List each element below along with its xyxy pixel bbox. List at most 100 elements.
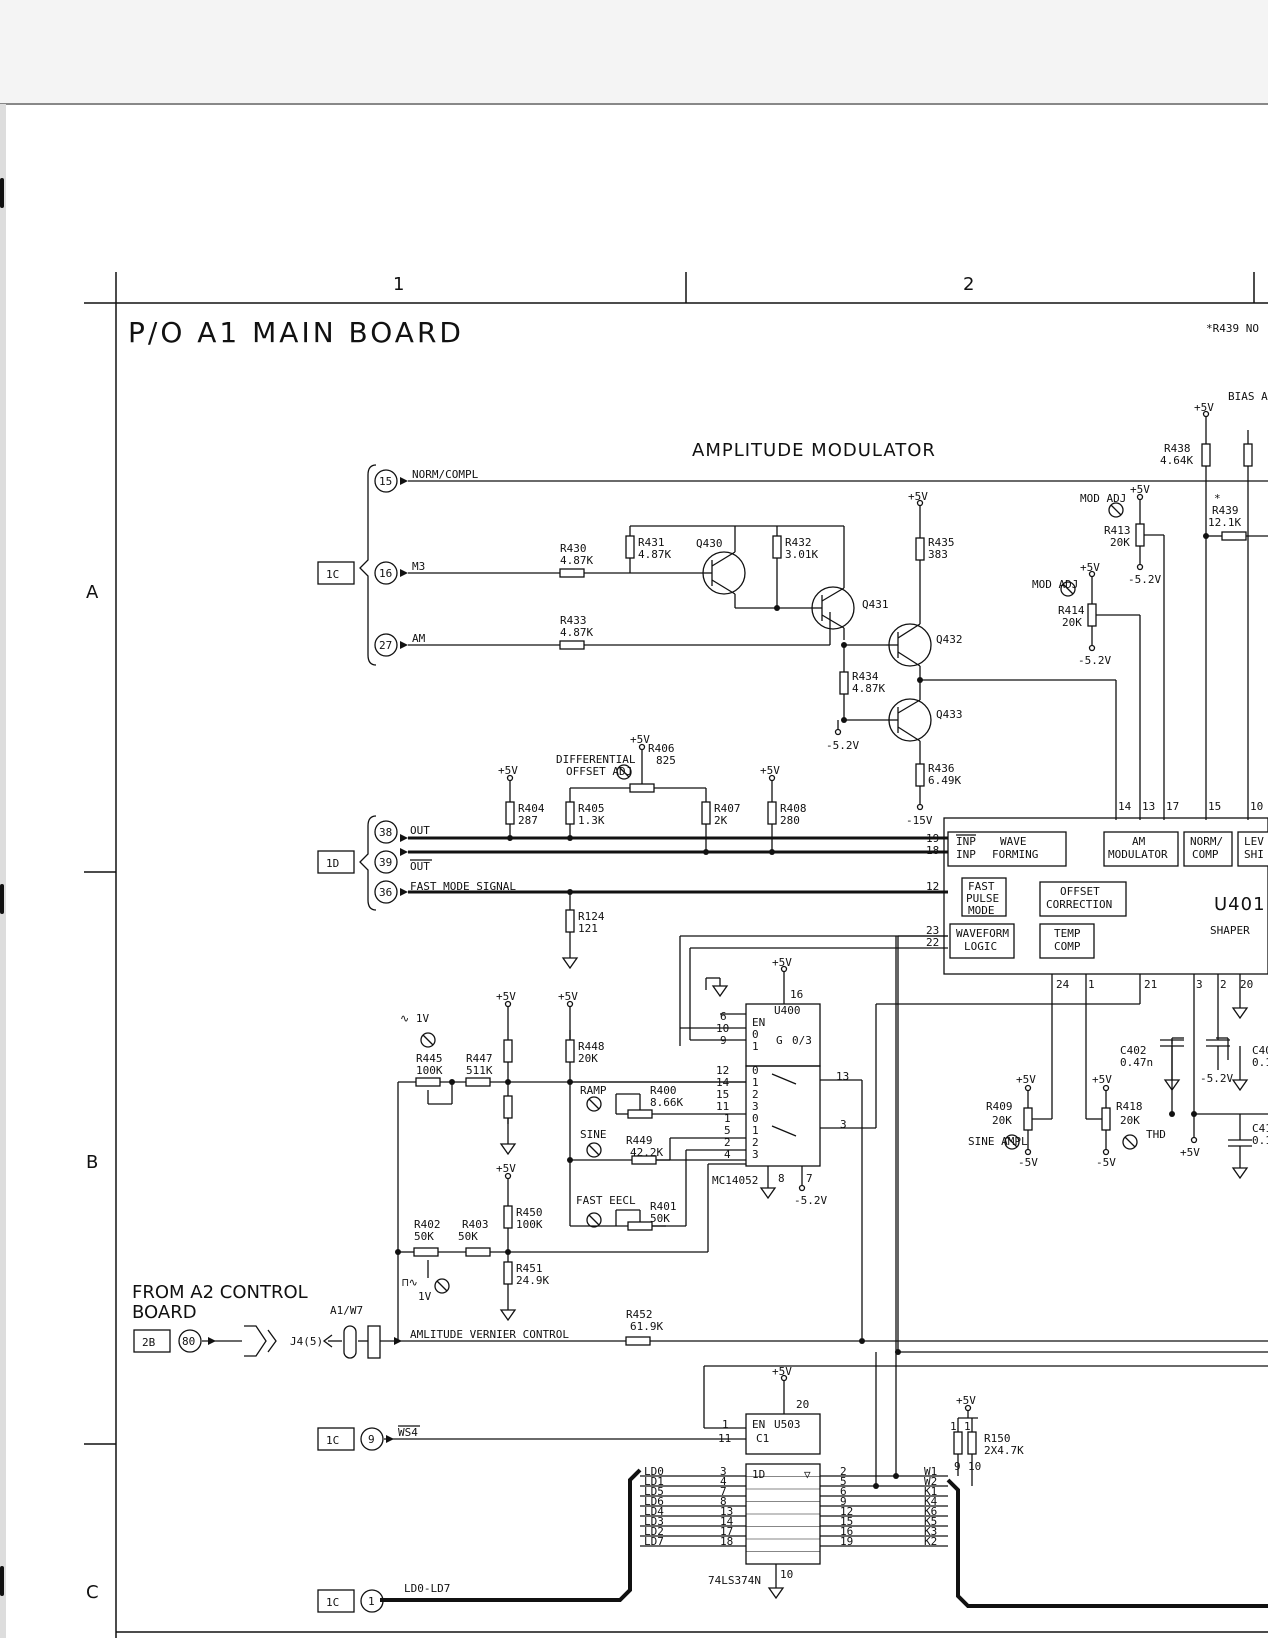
u503-output-pin: 6 [840,1485,847,1498]
c40-ref: C40 [1252,1044,1268,1057]
r452-supply: +5V [496,1162,516,1175]
u401-pin-22: 22 [926,936,939,949]
u503-output-pin: 12 [840,1505,853,1518]
u503-tri: ▽ [804,1468,811,1481]
pin-38: 38 [379,826,392,839]
r414-value: 20K [1062,616,1082,629]
u401-fast3: MODE [968,904,995,917]
ref-1d: 1D [326,857,339,870]
section-title-amplitude-modulator: AMPLITUDE MODULATOR [692,440,936,461]
u503-output-net: K1 [924,1485,937,1498]
r431-ref: R431 [638,536,665,549]
u400-vee-pin: 7 [806,1172,813,1185]
section-title-bias: BIAS A [1228,390,1268,403]
r435-supply: +5V [908,490,928,503]
u401-pin-12: 12 [926,880,939,893]
u503-output-net: W2 [924,1475,937,1488]
sine-label: SINE [580,1128,607,1141]
r422-ref: R452 [626,1308,653,1321]
r150-value: 2X4.7K [984,1444,1024,1457]
signal-fast-mode: FAST MODE SIGNAL [410,880,516,893]
u503-input-net: LD4 [644,1505,664,1518]
mod-adj-label-2: MOD ADJ [1032,578,1078,591]
connector-group-a: 1C 15 16 27 NORM/COMPL M3 AM [317,464,479,666]
u400-mux-b3: 3 [752,1148,759,1161]
u503-part: 74LS374N [708,1574,761,1587]
u400-sel0: 0 [752,1028,759,1041]
r150-ref: R150 [984,1432,1011,1445]
r453-ref: R451 [516,1262,543,1275]
r406-value: 2K [714,814,728,827]
r400-ref: R448 [578,1040,605,1053]
r409-value: 20K [992,1114,1012,1127]
r124-value: 121 [578,922,598,935]
r436-supply: -15V [906,814,933,827]
r414-supply: +5V [1080,561,1100,574]
q432-label: Q432 [936,633,963,646]
pin-80: 80 [182,1335,195,1348]
u401-wave2: FORMING [992,848,1038,861]
u503-input-net: LD7 [644,1535,664,1548]
u401-fast2: PULSE [966,892,999,905]
u400-pin-5: 5 [724,1124,731,1137]
c402-value: 0.47n [1120,1056,1153,1069]
u503-supply: +5V [772,1365,792,1378]
u400-ref: U400 [774,1004,801,1017]
ref-2b: 2B [142,1336,156,1349]
r438-ref: R438 [1164,442,1191,455]
r452-ref: R450 [516,1206,543,1219]
u400-pin-1: 1 [724,1112,731,1125]
u401-pin-18: 18 [926,844,939,857]
zone-1-label: 1 [393,274,404,295]
r451-value: 50K [458,1230,478,1243]
u401-pin-17: 17 [1166,800,1179,813]
u400-pin-11: 11 [716,1100,729,1113]
u503-input-net: LD6 [644,1495,664,1508]
from-board-line2: BOARD [132,1302,197,1323]
r445-value: 100K [416,1064,443,1077]
u503-input-pin: 7 [720,1485,727,1498]
u503-gnd-pin: 10 [780,1568,793,1581]
r439-star: * [1214,492,1221,505]
r413-neg-supply: -5.2V [1128,573,1161,586]
u503-output-pin: 5 [840,1475,847,1488]
pulse-glyph: ⊓∿ [402,1276,418,1289]
u401-wfl1: WAVEFORM [956,927,1009,940]
q430-label: Q430 [696,537,723,550]
r413-value: 20K [1110,536,1130,549]
transistor-q431: Q431 [811,586,889,630]
r405-value: 1.3K [578,814,605,827]
zone-c-label: C [86,1582,99,1603]
r418-ref: R418 [1116,1100,1143,1113]
u503-input-net: LD1 [644,1475,664,1488]
pin-39: 39 [379,856,392,869]
u503-vcc-pin: 20 [796,1398,809,1411]
u503-input-net: LD2 [644,1525,664,1538]
u503-output-net: K2 [924,1535,937,1548]
pin-15: 15 [379,475,392,488]
r433-ref: R433 [560,614,587,627]
u401-pin-10: 10 [1250,800,1263,813]
ref-1c-ld: 1C [326,1596,339,1609]
r431-value: 4.87K [638,548,671,561]
u401-pin-13: 13 [1142,800,1155,813]
pin-16: 16 [379,567,392,580]
c41-supply: +5V [1180,1146,1200,1159]
u503-clk-pin-11: 11 [718,1432,731,1445]
diff-offset-label-1: DIFFERENTIAL [556,753,636,766]
u400-en: EN [752,1016,765,1029]
u401-ref: U401 [1214,894,1266,915]
r408-ref: R408 [780,802,807,815]
u503-input-pin: 8 [720,1495,727,1508]
u400-frac: 0/3 [792,1034,812,1047]
r407-value: 825 [656,754,676,767]
u400-pin-4: 4 [724,1148,731,1161]
r435-value: 383 [928,548,948,561]
r150-pin-a: 1 [950,1420,957,1433]
u400-g: G [776,1034,783,1047]
r439-ref: R439 [1212,504,1239,517]
r407-supply: +5V [630,733,650,746]
u503-input-pin: 13 [720,1505,733,1518]
r433-value: 4.87K [560,626,593,639]
u503-output-net: K6 [924,1505,937,1518]
